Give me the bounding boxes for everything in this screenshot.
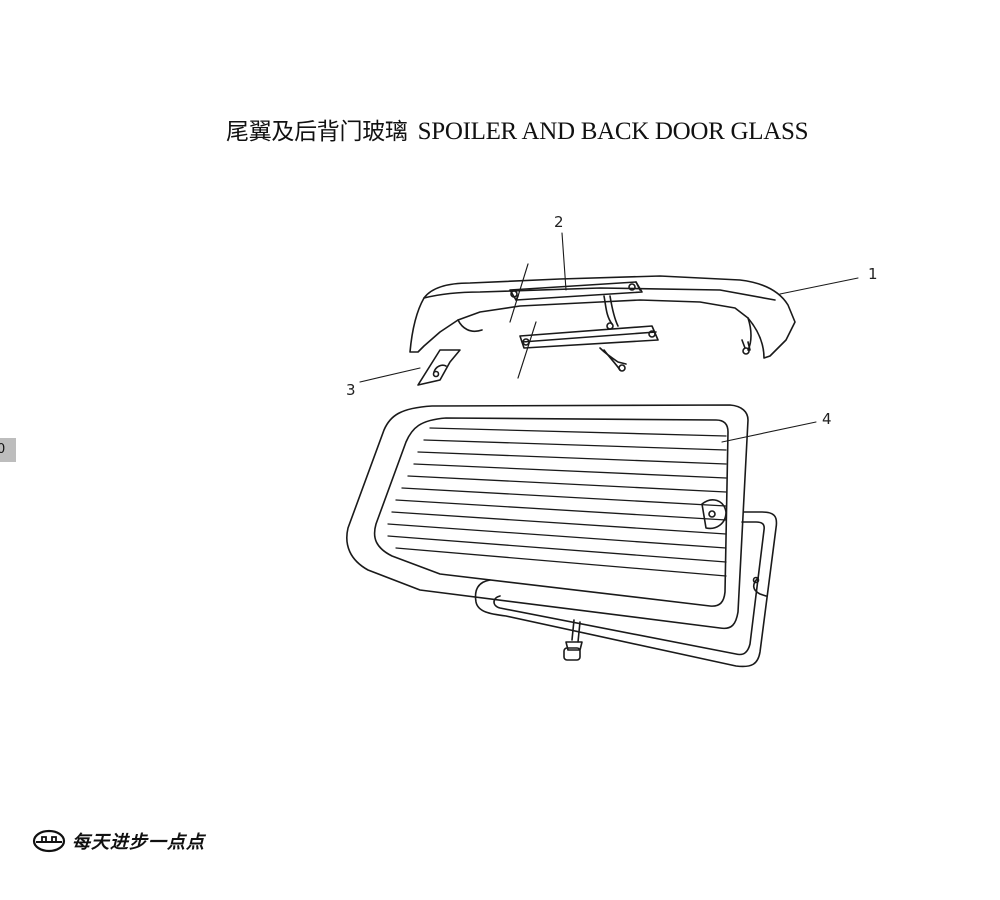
glass-frame-drawing — [474, 511, 778, 668]
page-title-chinese: 尾翼及后背门玻璃 — [226, 119, 408, 145]
footer: 每天进步一点点 — [32, 828, 205, 854]
great-wall-logo-icon — [32, 829, 66, 853]
stop-lamp-lower-drawing — [519, 325, 659, 372]
callout-2[interactable]: 2 — [554, 213, 564, 231]
leader-line-2 — [561, 232, 567, 291]
spoiler-drawing — [409, 275, 796, 359]
footer-motto: 每天进步一点点 — [72, 832, 205, 853]
leader-line-1 — [779, 277, 859, 295]
page-title: 尾翼及后背门玻璃 SPOILER AND BACK DOOR GLASS — [226, 112, 808, 146]
callout-1[interactable]: 1 — [868, 265, 878, 283]
side-tab[interactable]: 0 — [0, 438, 16, 462]
side-tab-label: 0 — [0, 442, 6, 457]
back-door-glass-drawing — [346, 404, 749, 630]
leader-line-4 — [721, 421, 817, 443]
callout-3[interactable]: 3 — [346, 381, 356, 399]
callout-4[interactable]: 4 — [822, 410, 832, 428]
corner-cover-drawing — [417, 349, 461, 386]
leader-line-3 — [359, 367, 421, 383]
page-title-english: SPOILER AND BACK DOOR GLASS — [417, 118, 809, 145]
